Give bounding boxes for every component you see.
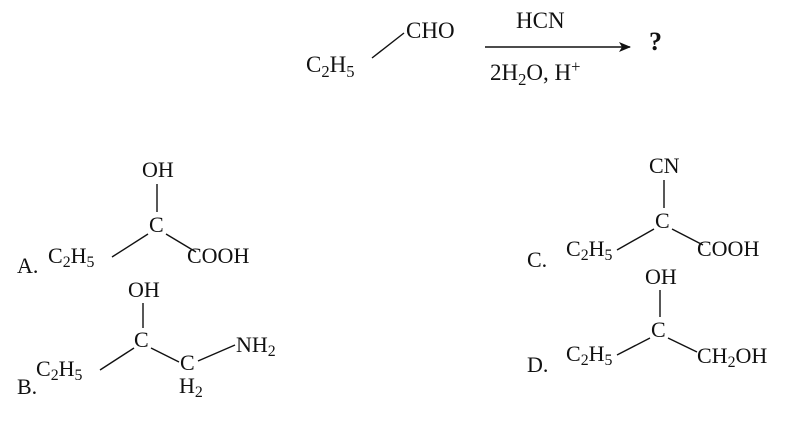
- option-c-cyano: CN: [649, 153, 680, 178]
- option-b-bond-right: [197, 344, 236, 362]
- option-a-carboxyl: COOH: [187, 243, 249, 268]
- option-d: D. OH C C2H5 CH2OH: [527, 264, 767, 377]
- option-a-hydroxyl: OH: [142, 157, 174, 182]
- option-b-hydroxyl: OH: [128, 277, 160, 302]
- unknown-product: ?: [649, 27, 662, 56]
- option-c-carboxyl: COOH: [697, 236, 759, 261]
- option-b-bond-middle: [150, 347, 180, 363]
- option-b-letter: B.: [17, 374, 37, 399]
- option-c-letter: C.: [527, 247, 547, 272]
- option-a-bond-left: [111, 233, 149, 258]
- option-a-ethyl: C2H5: [48, 243, 95, 271]
- option-c-carbon: C: [655, 208, 670, 233]
- option-d-bond-right: [667, 337, 698, 353]
- reactant-bond: [371, 32, 405, 59]
- reaction-equation: CHO C2H5 HCN 2H2O, H+ ?: [306, 8, 662, 89]
- option-d-hydroxyl: OH: [645, 264, 677, 289]
- option-b: B. OH C C2H5 C H2 NH2: [17, 277, 276, 401]
- option-b-methylene-carbon: C: [180, 350, 195, 375]
- option-a-carbon: C: [149, 212, 164, 237]
- option-c-bond-right: [671, 228, 704, 246]
- reagent-hcn: HCN: [516, 8, 565, 33]
- reagent-hydrolysis: 2H2O, H+: [490, 57, 580, 88]
- option-c-bond-left: [616, 228, 655, 251]
- option-d-ethyl: C2H5: [566, 341, 613, 369]
- option-a-letter: A.: [17, 253, 38, 278]
- option-a-bond-right: [165, 233, 197, 253]
- reactant-aldehyde-group: CHO: [406, 18, 455, 43]
- option-b-bond-left: [99, 347, 135, 371]
- option-d-carbon: C: [651, 317, 666, 342]
- option-d-bond-left: [616, 337, 651, 356]
- option-a: A. OH C C2H5 COOH: [17, 157, 249, 278]
- option-c: C. CN C C2H5 COOH: [527, 153, 759, 272]
- option-d-hydroxymethyl: CH2OH: [697, 343, 767, 371]
- option-c-ethyl: C2H5: [566, 236, 613, 264]
- reactant-ethyl-group: C2H5: [306, 52, 355, 81]
- option-b-carbon: C: [134, 327, 149, 352]
- option-d-letter: D.: [527, 352, 548, 377]
- option-b-amino: NH2: [236, 332, 276, 360]
- option-b-methylene-h2: H2: [179, 373, 203, 401]
- option-b-ethyl: C2H5: [36, 356, 83, 384]
